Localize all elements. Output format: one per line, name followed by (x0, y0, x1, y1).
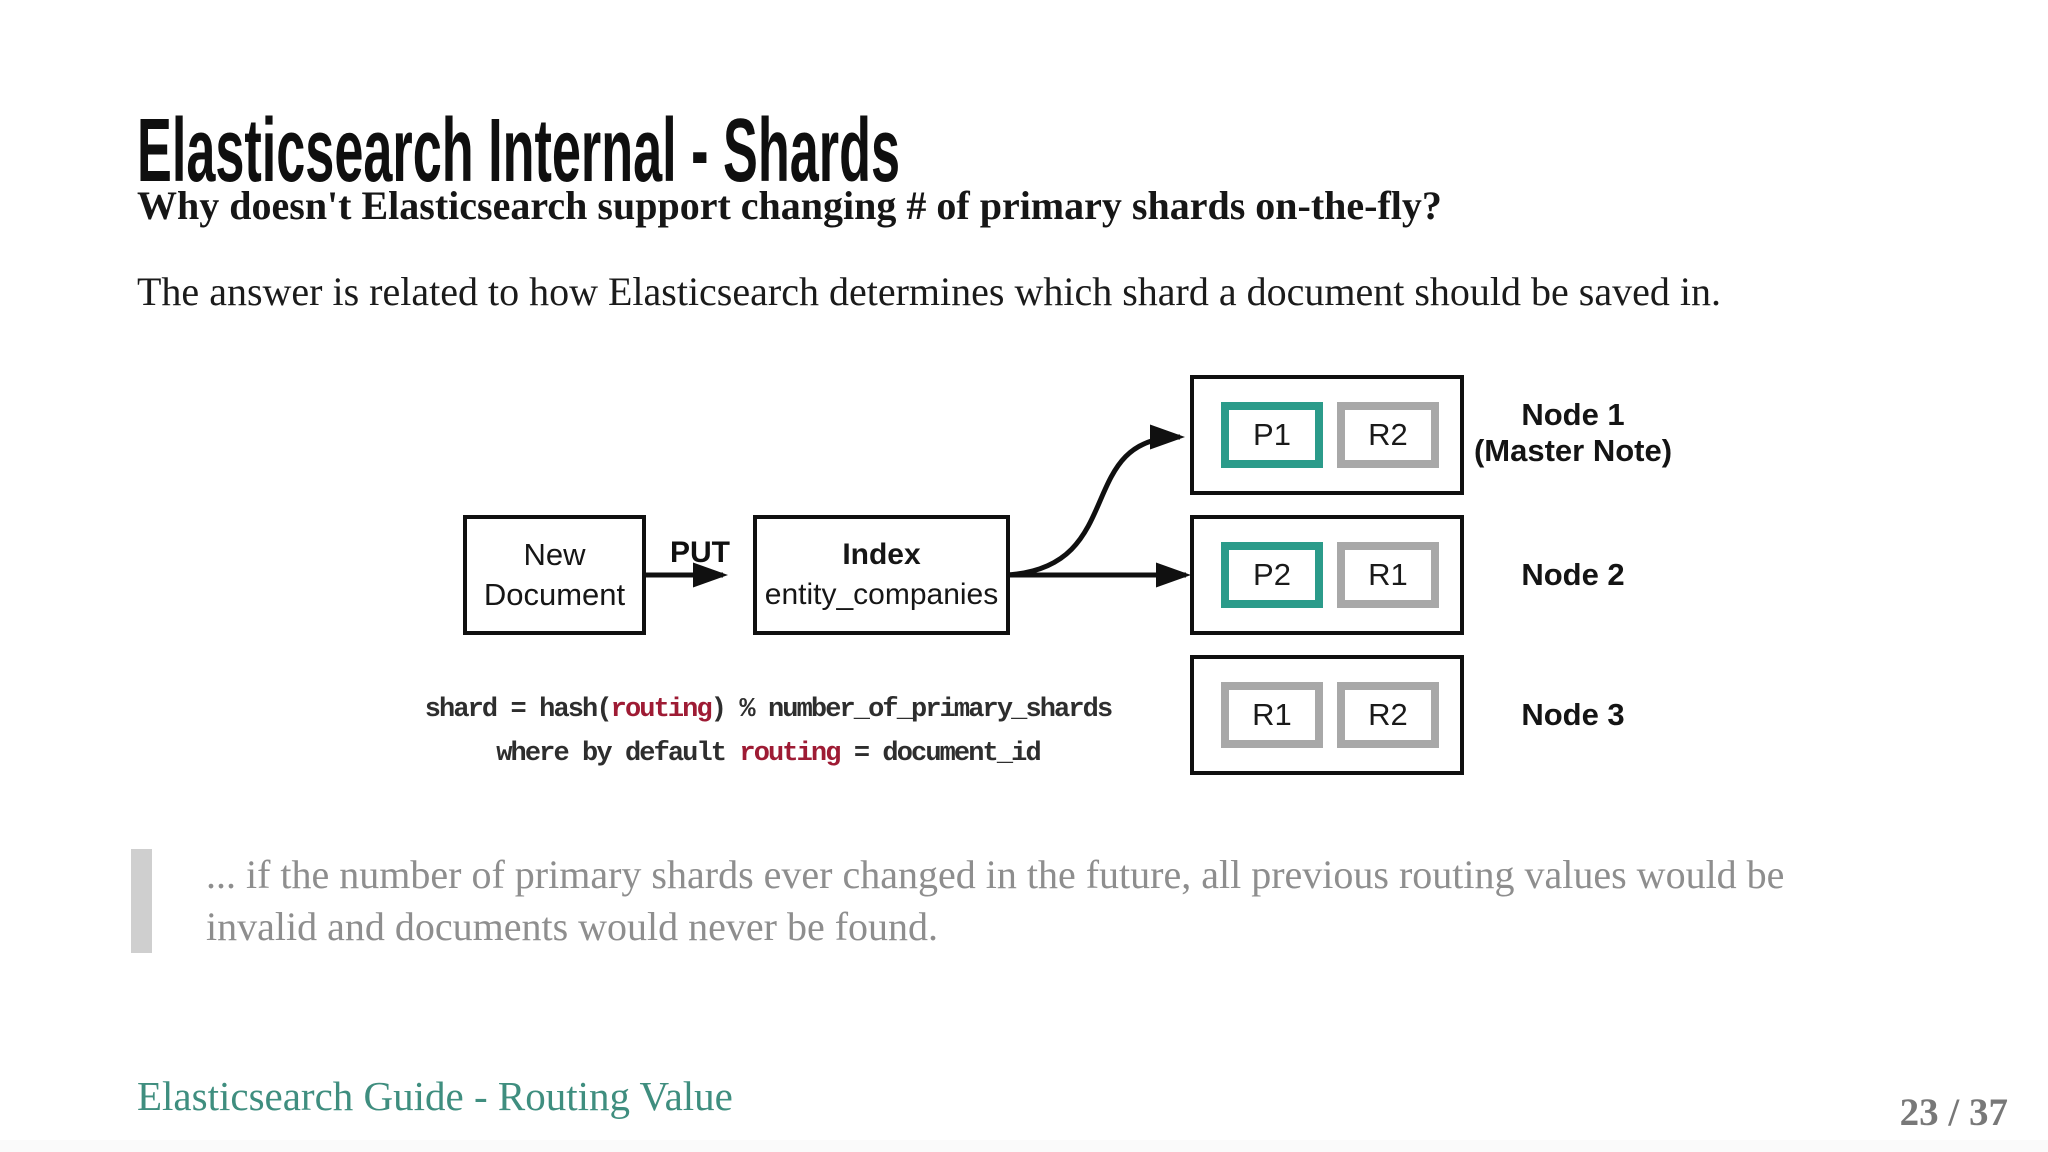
shard-box-r1: R1 (1337, 542, 1439, 608)
formula-text: shard = hash( (424, 695, 613, 725)
node1-label-line2: (Master Note) (1473, 433, 1673, 468)
footer-guide-link[interactable]: Elasticsearch Guide - Routing Value (137, 1073, 733, 1119)
node3-label-line1: Node 3 (1521, 697, 1625, 732)
page-indicator: 23 / 37 (1899, 1091, 2008, 1134)
node2-label-line1: Node 2 (1521, 557, 1625, 592)
shard-box-p2: P2 (1221, 542, 1323, 608)
index-label: Index (842, 538, 921, 571)
bottom-strip (0, 1140, 2048, 1152)
blockquote-bar (131, 849, 152, 953)
new-document-label-line2: Document (483, 577, 626, 612)
formula-text: ) % number_of_primary_shards (710, 695, 1113, 725)
new-document-box: New Document (463, 515, 646, 635)
answer-paragraph: The answer is related to how Elasticsear… (137, 269, 1721, 314)
node2-label: Node 2 (1453, 557, 1693, 593)
put-arrow-label: PUT (670, 536, 730, 569)
formula-text: = document_id (839, 739, 1042, 769)
node3-label: Node 3 (1453, 697, 1693, 733)
blockquote-line2: invalid and documents would never be fou… (206, 904, 939, 949)
node1-label-line1: Node 1 (1521, 397, 1625, 432)
formula-line2: where by default routing = document_id (388, 732, 1148, 776)
formula-routing-keyword: routing (610, 695, 713, 725)
slide-title: Elasticsearch Internal - Shards (137, 101, 901, 202)
index-box: Index entity_companies (753, 515, 1010, 635)
formula-line1: shard = hash(routing) % number_of_primar… (388, 688, 1148, 732)
shard-box-r2b: R2 (1337, 682, 1439, 748)
question-heading: Why doesn't Elasticsearch support changi… (137, 183, 1442, 228)
routing-formula: shard = hash(routing) % number_of_primar… (388, 688, 1148, 776)
blockquote-text: ... if the number of primary shards ever… (206, 849, 1926, 953)
node2-box: P2 R1 (1190, 515, 1464, 635)
node1-label: Node 1 (Master Note) (1453, 397, 1693, 469)
index-name-label: entity_companies (764, 578, 999, 611)
node1-box: P1 R2 (1190, 375, 1464, 495)
blockquote-line1: ... if the number of primary shards ever… (206, 852, 1785, 897)
node3-box: R1 R2 (1190, 655, 1464, 775)
formula-text: where by default (496, 739, 740, 769)
shard-box-p1: P1 (1221, 402, 1323, 468)
new-document-label-line1: New (523, 537, 586, 572)
shard-box-r2: R2 (1337, 402, 1439, 468)
formula-routing-keyword: routing (739, 739, 841, 769)
shard-box-r1b: R1 (1221, 682, 1323, 748)
